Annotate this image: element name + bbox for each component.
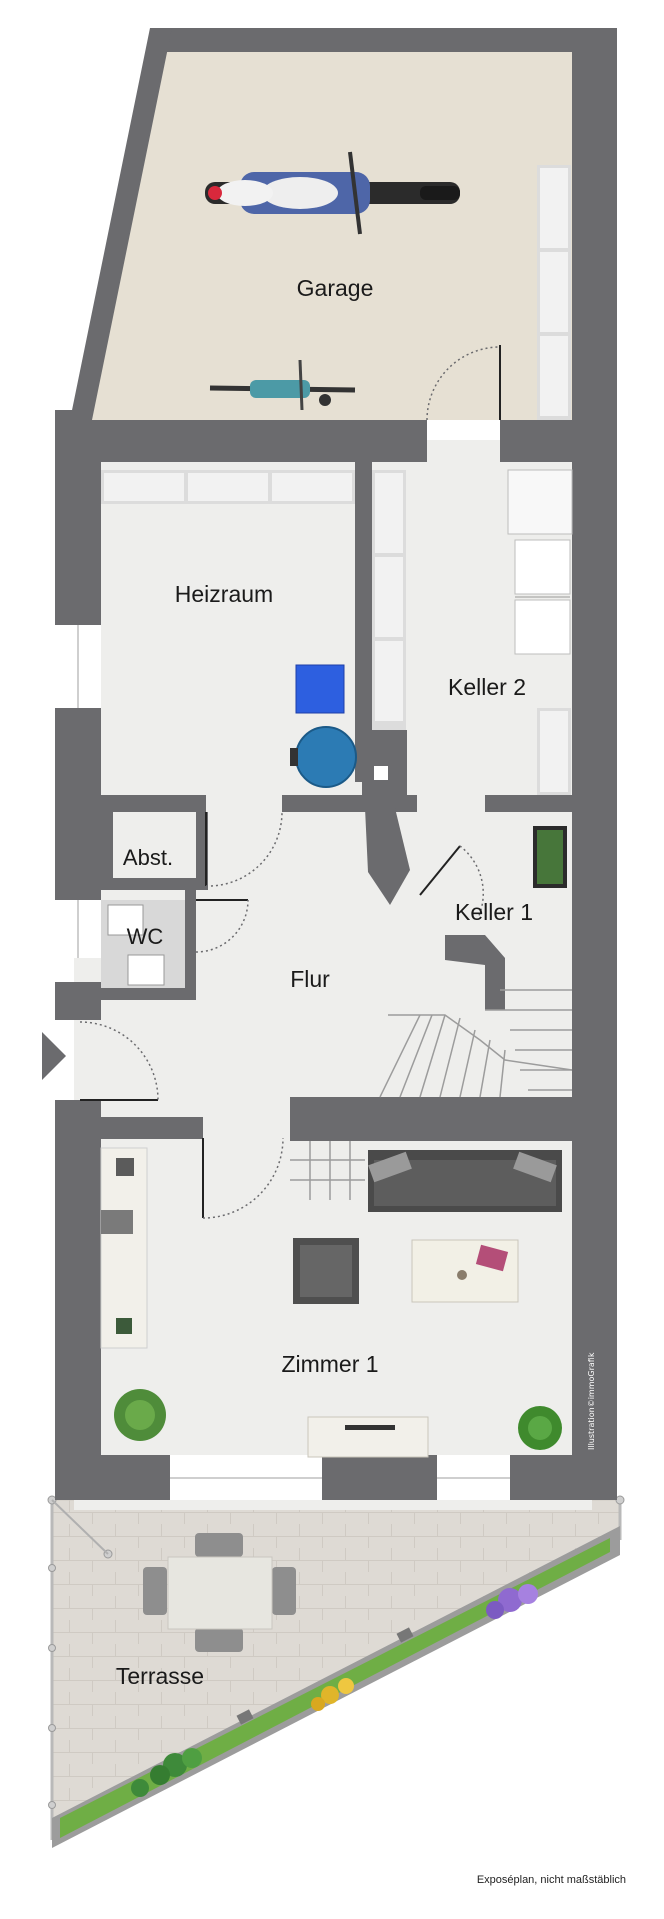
tank-icon [295,726,357,788]
planter [52,1526,620,1848]
motorcycle-icon [205,151,460,235]
label-abst: Abst. [123,845,173,870]
label-heizraum: Heizraum [175,581,273,607]
label-zimmer1: Zimmer 1 [281,1351,378,1377]
pillar-marker [374,766,388,780]
lavender-plant [486,1584,538,1619]
kitchenette [100,1147,148,1349]
label-flur: Flur [290,966,330,992]
sunflower-plant [311,1678,354,1711]
label-garage: Garage [297,275,374,301]
label-terrasse: Terrasse [116,1663,204,1689]
bicycle-icon [209,359,356,411]
label-keller1: Keller 1 [455,899,533,925]
wine-rack [533,826,567,888]
keller2-small-shelf [537,708,571,795]
stairs-keller1 [379,989,573,1098]
appliances [507,469,573,655]
windows [55,625,510,1500]
coffee-table [411,1239,519,1303]
terrace-table-set [143,1533,296,1652]
potted-plant-right [518,1406,562,1450]
doors [79,345,501,1219]
potted-plant-left [114,1389,166,1441]
desk [307,1416,429,1458]
plan-caption: Exposéplan, nicht maßstäblich [477,1874,626,1886]
heizraum-shelf [101,470,355,504]
walls [55,28,617,1500]
label-keller2: Keller 2 [448,674,526,700]
wc-fixtures [101,900,185,988]
illustration-credit: Illustration©immoGrafik [587,1352,596,1450]
stairs-zimmer1 [290,1141,365,1200]
entrance-arrow-icon [42,1032,66,1080]
armchair [293,1238,359,1304]
sofa [368,1150,562,1212]
label-wc: WC [127,924,164,949]
boiler-icon [295,664,345,714]
shrub-plant [131,1748,202,1797]
keller2-shelf [372,470,406,730]
garage-floor [72,52,592,420]
garage-shelf [537,165,571,420]
